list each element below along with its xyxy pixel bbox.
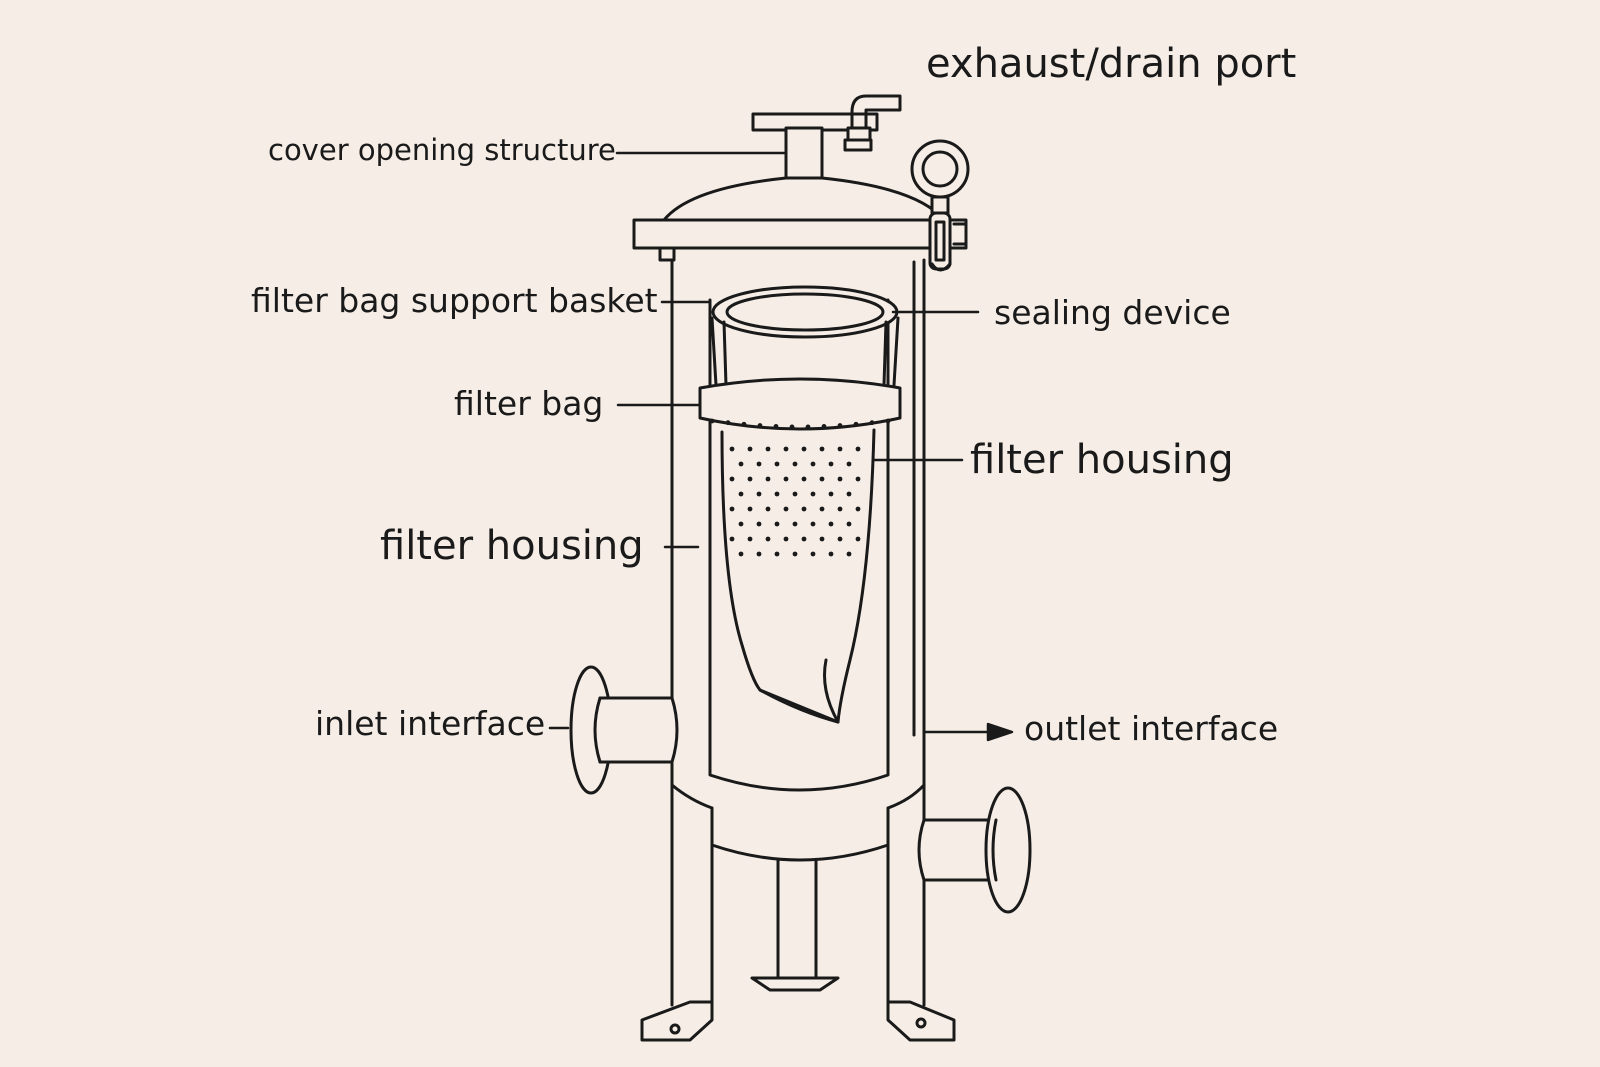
perforation-dot [765,476,771,482]
perforation-dot [810,491,816,497]
perforation-dot [837,536,843,542]
perforation-dot [819,446,825,452]
perforation-dot [828,491,834,497]
perforation-dot [747,536,753,542]
label-inlet-interface: inlet interface [315,704,546,743]
perforation-dot [729,506,735,512]
label-cover-opening-structure: cover opening structure [268,133,616,167]
perforation-dot [756,551,762,557]
perforation-dot [774,491,780,497]
perforation-dot [828,461,834,467]
lid-flange-tab-left [658,246,676,262]
perforation-dot [765,506,771,512]
perforation-dot [801,536,807,542]
perforation-dot [869,420,875,426]
perforation-dot [792,461,798,467]
perforation-dot [805,424,811,430]
perforation-dot [738,521,744,527]
leader-lines [548,151,1014,742]
perforation-dot [756,491,762,497]
perforation-dot [783,506,789,512]
perforation-dot [747,476,753,482]
perforation-dot [819,506,825,512]
perforation-dot [773,424,779,429]
perforation-dot [828,521,834,527]
perforation-dot [837,476,843,482]
perforation-dot [855,536,861,542]
perforation-dot [837,506,843,512]
perforation-dot [819,476,825,482]
perforation-dot [756,521,762,527]
perforation-dot [846,491,852,497]
perforation-dot [783,536,789,542]
perforation-dot [725,420,731,426]
perforation-dot [729,536,735,542]
perforation-dot [792,491,798,497]
perforation-dot [765,536,771,542]
label-filter-housing-right: filter housing [970,437,1234,483]
outlet-arrow-head [986,722,1014,742]
perforation-dot [729,476,735,482]
support-basket-drawing [710,285,900,387]
label-exhaust-drain-port: exhaust/drain port [926,41,1297,87]
perforation-dot [709,418,715,424]
perforation-dot [801,446,807,452]
label-outlet-interface: outlet interface [1024,709,1279,748]
label-filter-housing-left: filter housing [380,523,644,569]
perforation-dot [810,461,816,467]
perforation-dot [855,476,861,482]
perforation-dot [783,446,789,452]
exhaust-port-drawing [751,94,902,180]
perforation-dot [747,446,753,452]
perforation-dot [765,446,771,452]
inlet-pipe-drawing [569,665,679,795]
label-filter-bag-support-basket: filter bag support basket [251,281,658,320]
perforation-dot [801,476,807,482]
perforation-dot [789,424,795,430]
perforation-dot [774,521,780,527]
perforation-dot [846,521,852,527]
outlet-pipe-drawing [917,786,1032,914]
perforation-dot [792,521,798,527]
perforation-dot [792,551,798,557]
perforation-dot [738,491,744,497]
perforation-dot [738,551,744,557]
perforation-dot [783,476,789,482]
perforation-dot [810,551,816,557]
perforation-dot [819,536,825,542]
support-legs [640,806,956,1042]
perforation-dot [741,421,747,427]
perforation-dot [837,446,843,452]
label-filter-bag: filter bag [454,384,604,423]
perforation-dot [729,446,735,452]
housing-bottom [670,783,926,862]
inner-liner-bottom [708,298,890,792]
perforation-dot [821,424,827,429]
perforation-dot [855,446,861,452]
perforation-dot [846,461,852,467]
perforation-dot [855,506,861,512]
perforation-dot [801,506,807,512]
filter-bag-drawing [698,377,902,724]
label-sealing-device: sealing device [994,293,1231,332]
perforation-dot [756,461,762,467]
lid-dome [662,176,946,222]
lid-flange [632,218,968,250]
perforation-dot [837,423,843,428]
perforation-dot [747,506,753,512]
perforation-dot [853,421,859,427]
perforation-dot [846,551,852,557]
eye-bolt-clamp [910,139,970,272]
perforation-dot [774,461,780,467]
basket-perforations [709,418,891,557]
perforation-dot [810,521,816,527]
perforation-dot [757,423,763,428]
perforation-dot [738,461,744,467]
perforation-dot [828,551,834,557]
perforation-dot [885,418,891,424]
perforation-dot [774,551,780,557]
